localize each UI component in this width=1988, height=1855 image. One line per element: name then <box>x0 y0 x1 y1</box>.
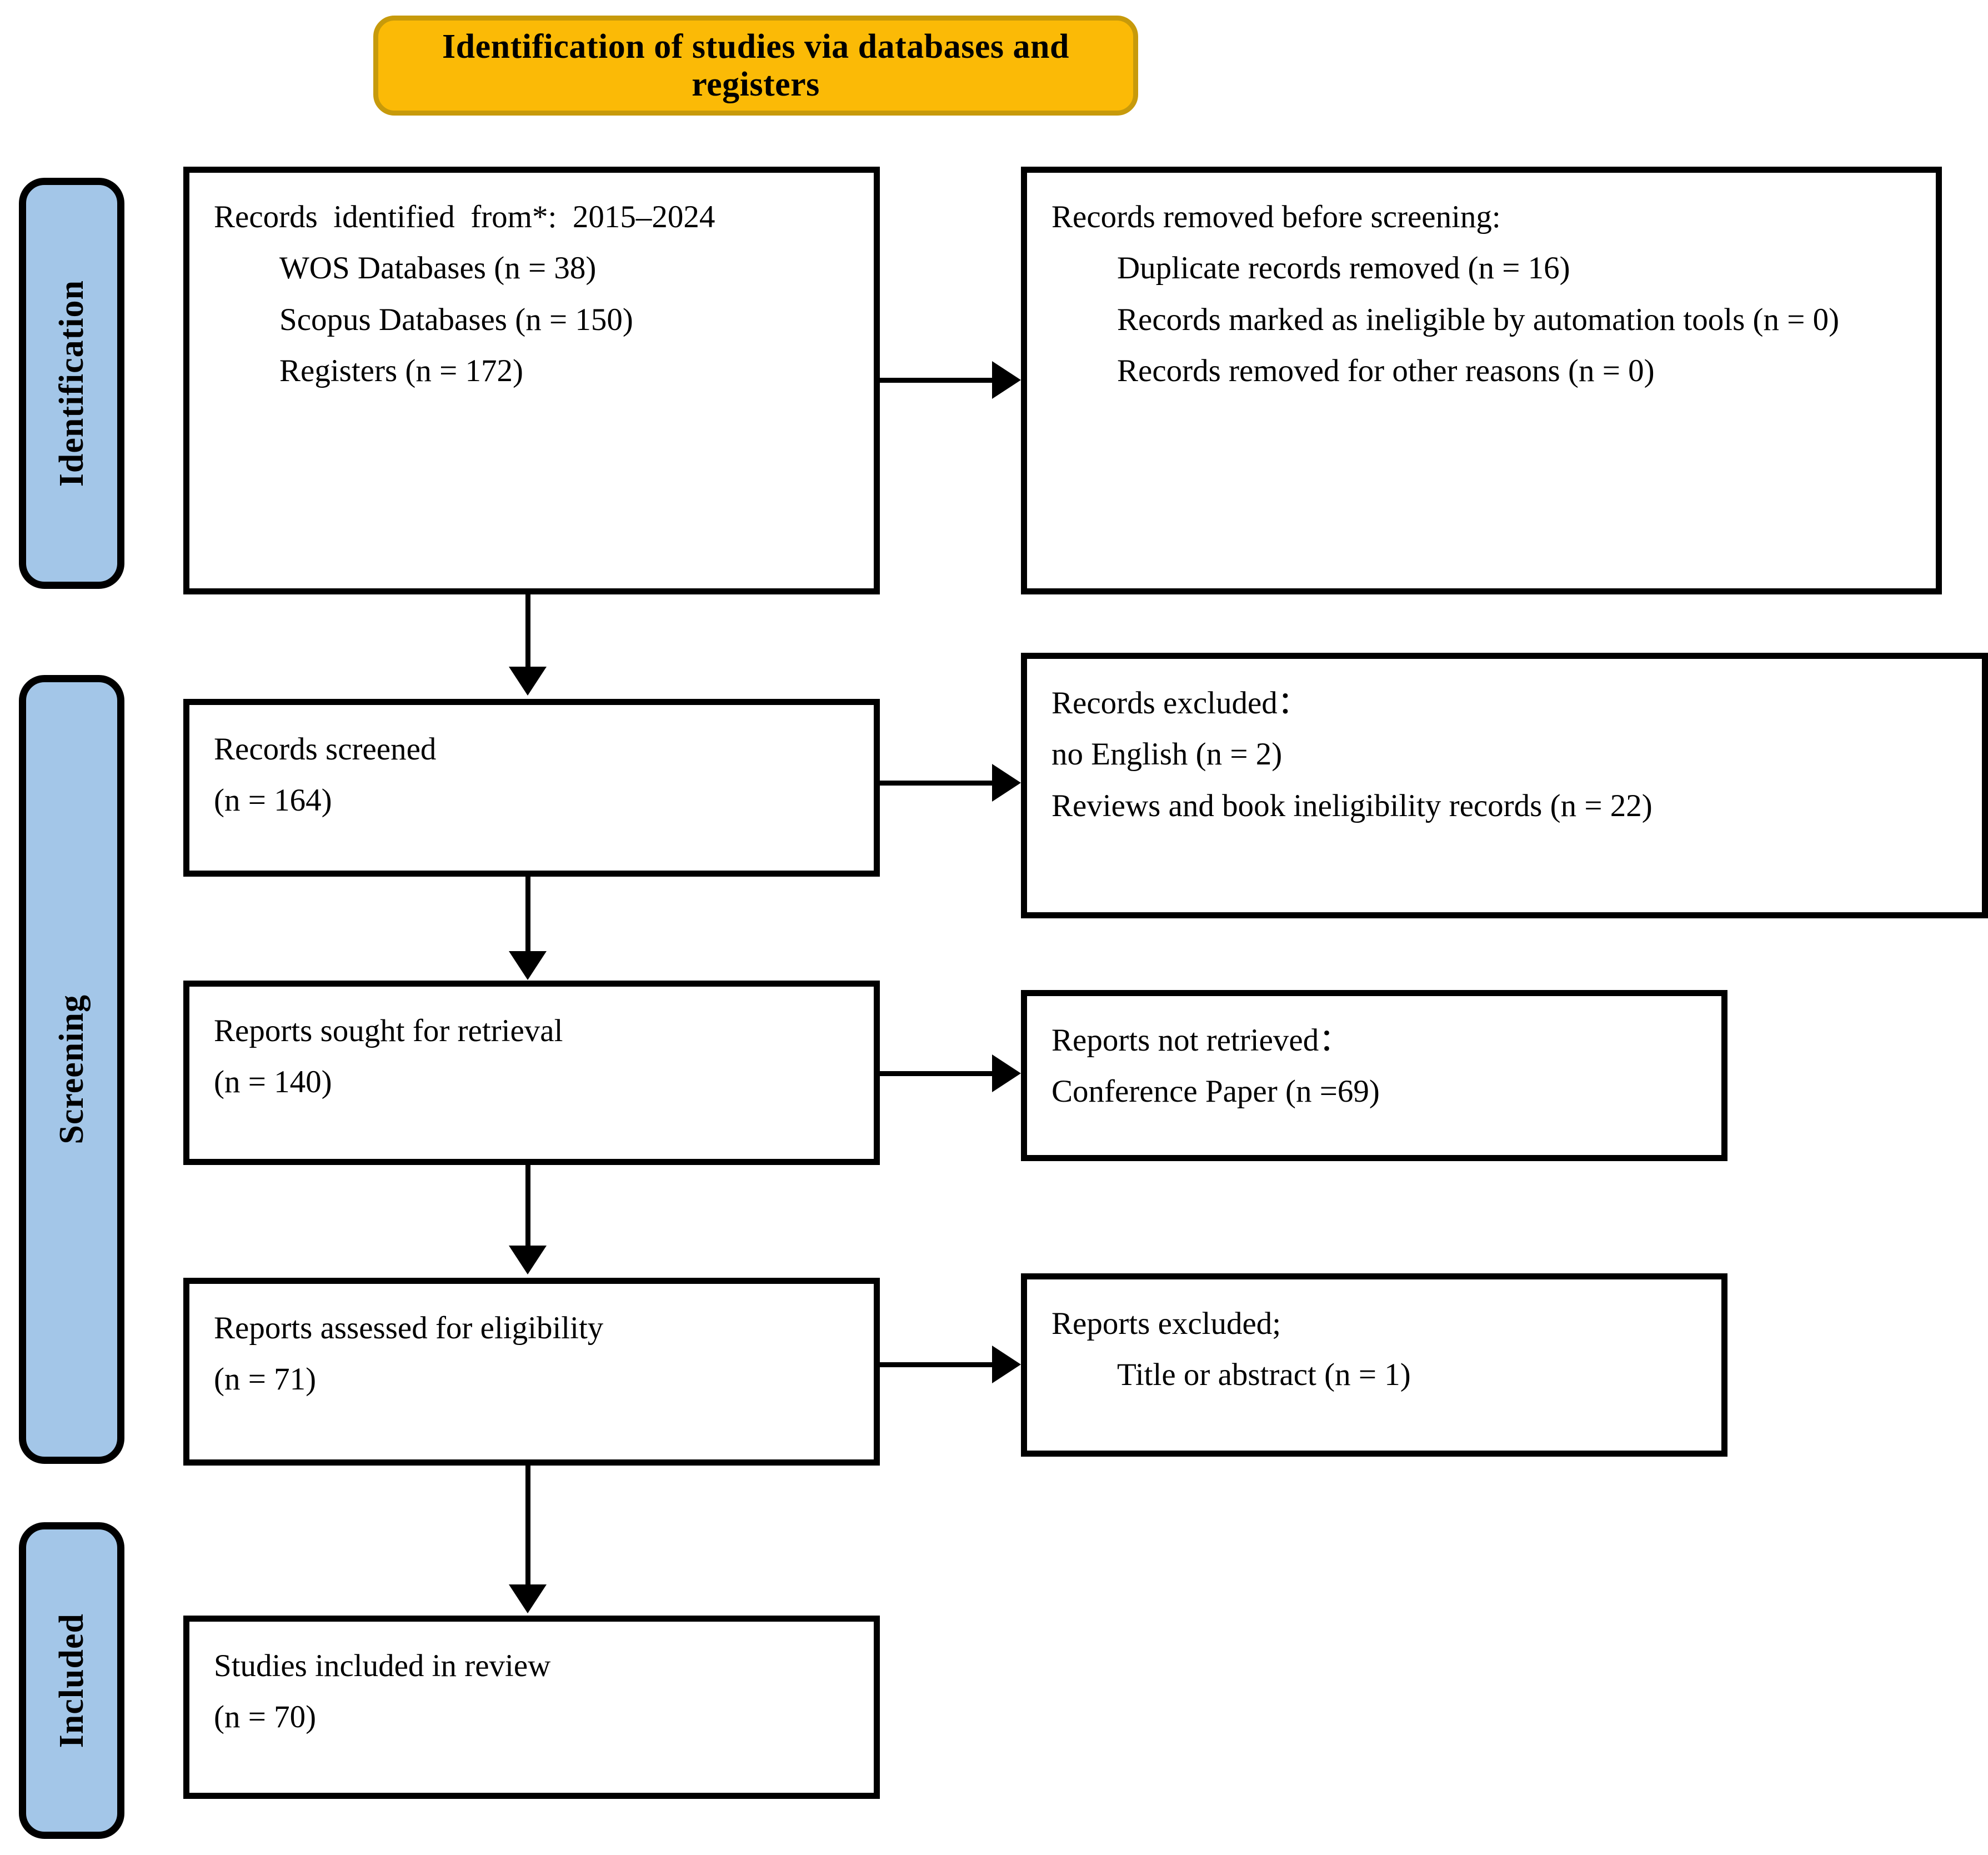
box-reports-not-retrieved: Reports not retrieved： Conference Paper … <box>1021 990 1727 1161</box>
records-excluded-reviews-books: Reviews and book ineligibility records (… <box>1051 788 1653 823</box>
reports-excluded-title-abstract: Title or abstract (n = 1) <box>1117 1357 1411 1393</box>
stage-label-screening: Screening <box>19 675 124 1464</box>
connector-screened-to-excluded <box>880 781 994 786</box>
connector-screened-to-sought <box>525 877 530 954</box>
connector-identified-to-removed <box>880 378 994 383</box>
records-identified-source: Records identified from*: 2015–2024 <box>214 199 715 234</box>
box-reports-excluded: Reports excluded; Title or abstract (n =… <box>1021 1273 1727 1457</box>
connector-assessed-to-included <box>525 1466 530 1588</box>
reports-sought-label: Reports sought for retrieval <box>214 1013 563 1048</box>
arrowhead-identified-to-removed <box>992 361 1021 399</box>
arrowhead-identified-to-screened <box>509 667 547 696</box>
records-excluded-no-english: no English (n = 2) <box>1051 737 1283 772</box>
arrowhead-screened-to-sought <box>509 951 547 980</box>
box-records-screened: Records screened (n = 164) <box>183 699 880 877</box>
records-excluded-heading: Records excluded： <box>1051 686 1309 721</box>
records-removed-heading: Records removed before screening: <box>1051 199 1501 234</box>
records-removed-duplicates: Duplicate records removed (n = 16) <box>1117 251 1570 286</box>
arrowhead-screened-to-excluded <box>992 764 1021 802</box>
records-screened-count: (n = 164) <box>214 783 332 818</box>
connector-sought-to-assessed <box>525 1165 530 1248</box>
records-removed-other: Records removed for other reasons (n = 0… <box>1117 353 1655 388</box>
studies-included-label: Studies included in review <box>214 1648 551 1683</box>
arrowhead-sought-to-assessed <box>509 1246 547 1274</box>
stage-label-identification-text: Identification <box>52 279 91 487</box>
records-identified-scopus: Scopus Databases (n = 150) <box>279 302 633 337</box>
box-records-removed-before-screening: Records removed before screening: Duplic… <box>1021 167 1942 594</box>
reports-excluded-heading: Reports excluded; <box>1051 1306 1281 1341</box>
connector-assessed-to-reports-excluded <box>880 1362 994 1367</box>
stage-label-included-text: Included <box>52 1613 91 1748</box>
box-records-excluded: Records excluded： no English (n = 2) Rev… <box>1021 653 1988 918</box>
connector-identified-to-screened <box>525 594 530 669</box>
arrowhead-sought-to-not-retrieved <box>992 1054 1021 1092</box>
diagram-title: Identification of studies via databases … <box>442 27 1070 103</box>
reports-not-retrieved-heading: Reports not retrieved： <box>1051 1023 1351 1058</box>
box-reports-sought-for-retrieval: Reports sought for retrieval (n = 140) <box>183 981 880 1165</box>
records-removed-automation: Records marked as ineligible by automati… <box>1117 302 1840 337</box>
reports-assessed-count: (n = 71) <box>214 1362 317 1397</box>
arrowhead-assessed-to-reports-excluded <box>992 1346 1021 1383</box>
records-identified-wos: WOS Databases (n = 38) <box>279 251 597 286</box>
diagram-header-banner: Identification of studies via databases … <box>373 16 1138 116</box>
stage-label-screening-text: Screening <box>52 994 91 1144</box>
records-screened-label: Records screened <box>214 732 437 767</box>
box-records-identified: Records identified from*: 2015–2024 WOS … <box>183 167 880 594</box>
stage-label-identification: Identification <box>19 178 124 589</box>
box-studies-included-in-review: Studies included in review (n = 70) <box>183 1616 880 1799</box>
box-reports-assessed-for-eligibility: Reports assessed for eligibility (n = 71… <box>183 1278 880 1466</box>
stage-label-included: Included <box>19 1522 124 1839</box>
reports-sought-count: (n = 140) <box>214 1064 332 1100</box>
reports-assessed-label: Reports assessed for eligibility <box>214 1311 604 1346</box>
reports-not-retrieved-conference: Conference Paper (n =69) <box>1051 1074 1380 1109</box>
records-identified-registers: Registers (n = 172) <box>279 353 523 388</box>
arrowhead-assessed-to-included <box>509 1584 547 1613</box>
studies-included-count: (n = 70) <box>214 1699 317 1735</box>
connector-sought-to-not-retrieved <box>880 1071 994 1076</box>
